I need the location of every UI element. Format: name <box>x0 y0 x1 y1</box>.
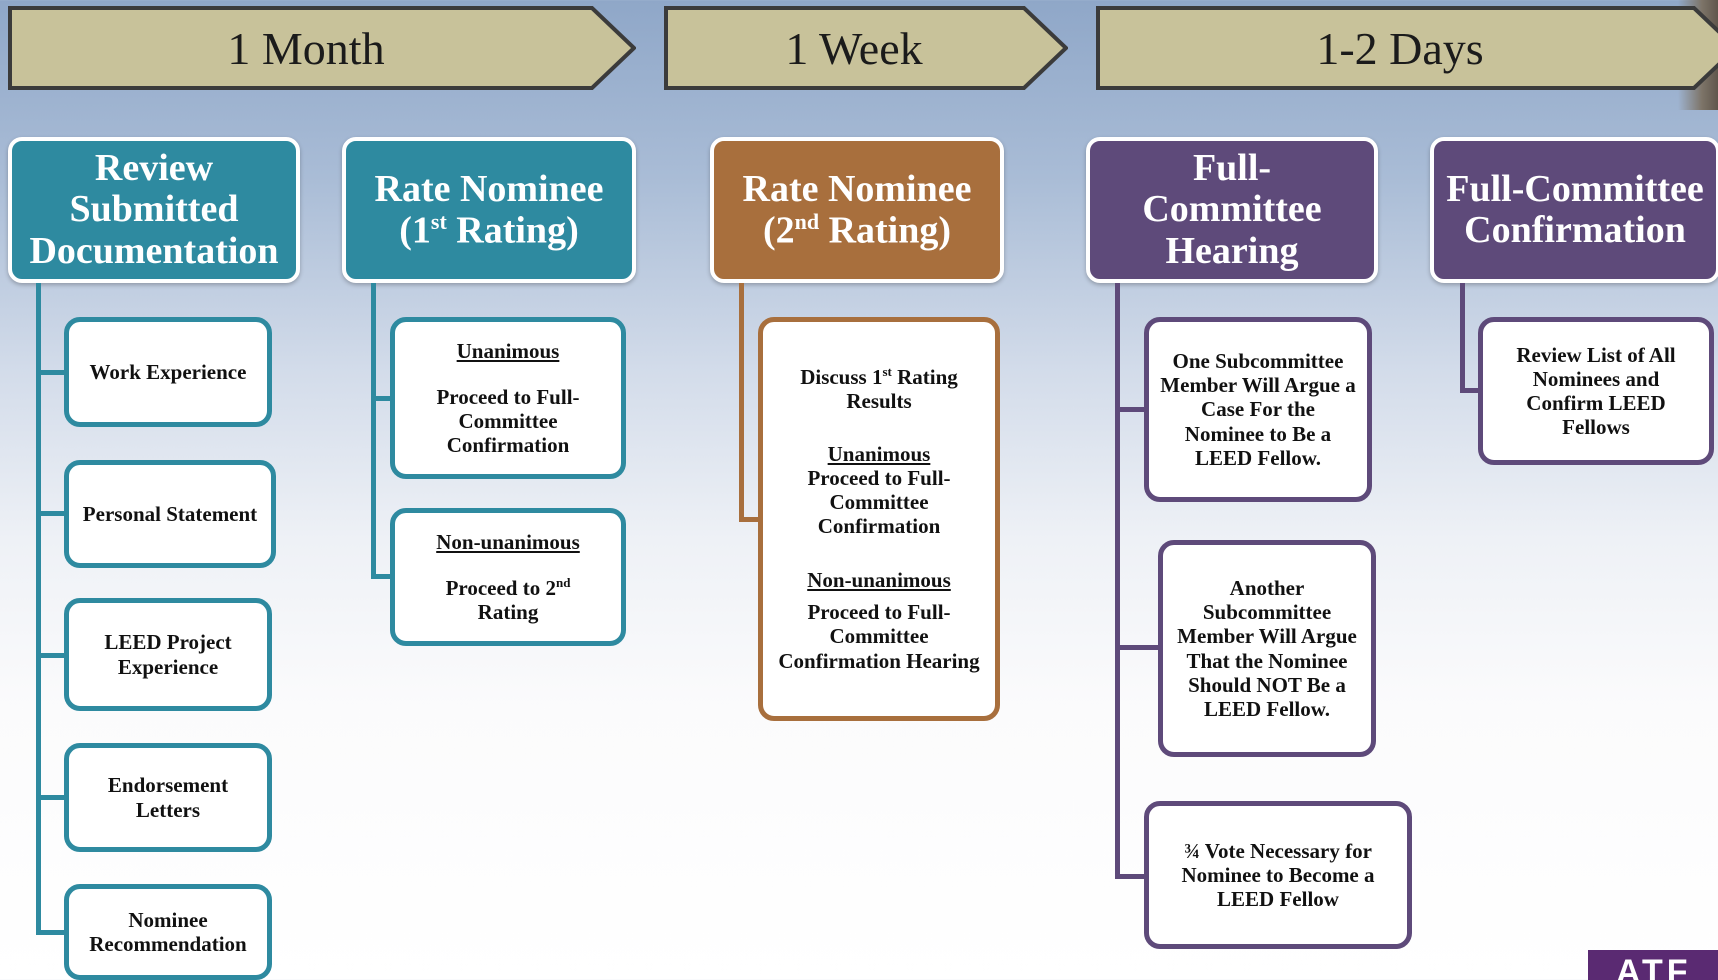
stage-title: Full-Committee Hearing <box>1142 147 1322 272</box>
hearing-item: Another Subcommittee Member Will Argue T… <box>1158 540 1376 757</box>
connector-line <box>371 396 395 401</box>
review-item: Personal Statement <box>64 460 276 568</box>
stage-title: Review Submitted Documentation <box>29 147 279 272</box>
stage-title: Rate Nominee(2nd Rating) <box>742 167 972 252</box>
stage-full-committee-confirmation: Full-Committee Confirmation <box>1430 137 1718 283</box>
connector-line <box>1460 388 1484 393</box>
timeline-label: 1-2 Days <box>1316 22 1484 74</box>
outcome-heading: Non-unanimous <box>807 568 951 593</box>
connector-line <box>1115 283 1120 879</box>
review-item: Nominee Recommendation <box>64 884 272 980</box>
outcome-text: Proceed to Full-Committee Confirmation <box>807 465 951 538</box>
connector-line <box>36 930 66 935</box>
stage-rate-nominee-2nd: Rate Nominee(2nd Rating) <box>710 137 1004 283</box>
logo: ATF <box>1588 950 1718 980</box>
timeline-label: 1 Week <box>785 22 923 74</box>
confirmation-item: Review List of All Nominees and Confirm … <box>1478 317 1714 465</box>
stage-full-committee-hearing: Full-Committee Hearing <box>1086 137 1378 283</box>
connector-line <box>1115 645 1161 650</box>
stage-rate-nominee-1st: Rate Nominee(1st Rating) <box>342 137 636 283</box>
connector-line <box>1115 407 1149 412</box>
stage-review-documentation: Review Submitted Documentation <box>8 137 300 283</box>
review-item: Endorsement Letters <box>64 743 272 852</box>
connector-line <box>36 511 66 516</box>
connector-line <box>36 283 41 935</box>
rate2-outcomes-box: Discuss 1st Rating Results Unanimous Pro… <box>758 317 1000 721</box>
hearing-item: One Subcommittee Member Will Argue a Cas… <box>1144 317 1372 502</box>
review-item: LEED Project Experience <box>64 598 272 711</box>
outcome-text: Proceed to Full-Committee Confirmation H… <box>778 600 980 673</box>
stage-title: Full-Committee Confirmation <box>1446 167 1704 251</box>
connector-line <box>36 795 66 800</box>
outcome-heading: Unanimous <box>456 338 560 363</box>
hearing-item: ¾ Vote Necessary for Nominee to Become a… <box>1144 801 1412 949</box>
timeline-label: 1 Month <box>227 22 385 74</box>
rate1-unanimous-box: Unanimous Proceed to Full-Committee Conf… <box>390 317 626 479</box>
connector-line <box>739 283 744 522</box>
outcome-heading: Unanimous <box>827 441 931 466</box>
discuss-text: Discuss 1st Rating Results <box>800 364 958 414</box>
connector-line <box>739 517 763 522</box>
timeline-arrow-1-2-days: 1-2 Days <box>1094 4 1718 92</box>
connector-line <box>1115 874 1149 879</box>
review-item: Work Experience <box>64 317 272 427</box>
connector-line <box>1460 283 1465 393</box>
timeline-arrow-1-week: 1 Week <box>662 4 1068 92</box>
outcome-text: Proceed to Full-Committee Confirmation <box>436 384 580 458</box>
connector-line <box>36 653 66 658</box>
connector-line <box>36 370 66 375</box>
outcome-heading: Non-unanimous <box>436 529 580 554</box>
connector-line <box>371 283 376 579</box>
timeline-arrow-1-month: 1 Month <box>6 4 636 92</box>
connector-line <box>371 574 395 579</box>
stage-title: Rate Nominee(1st Rating) <box>374 167 604 252</box>
